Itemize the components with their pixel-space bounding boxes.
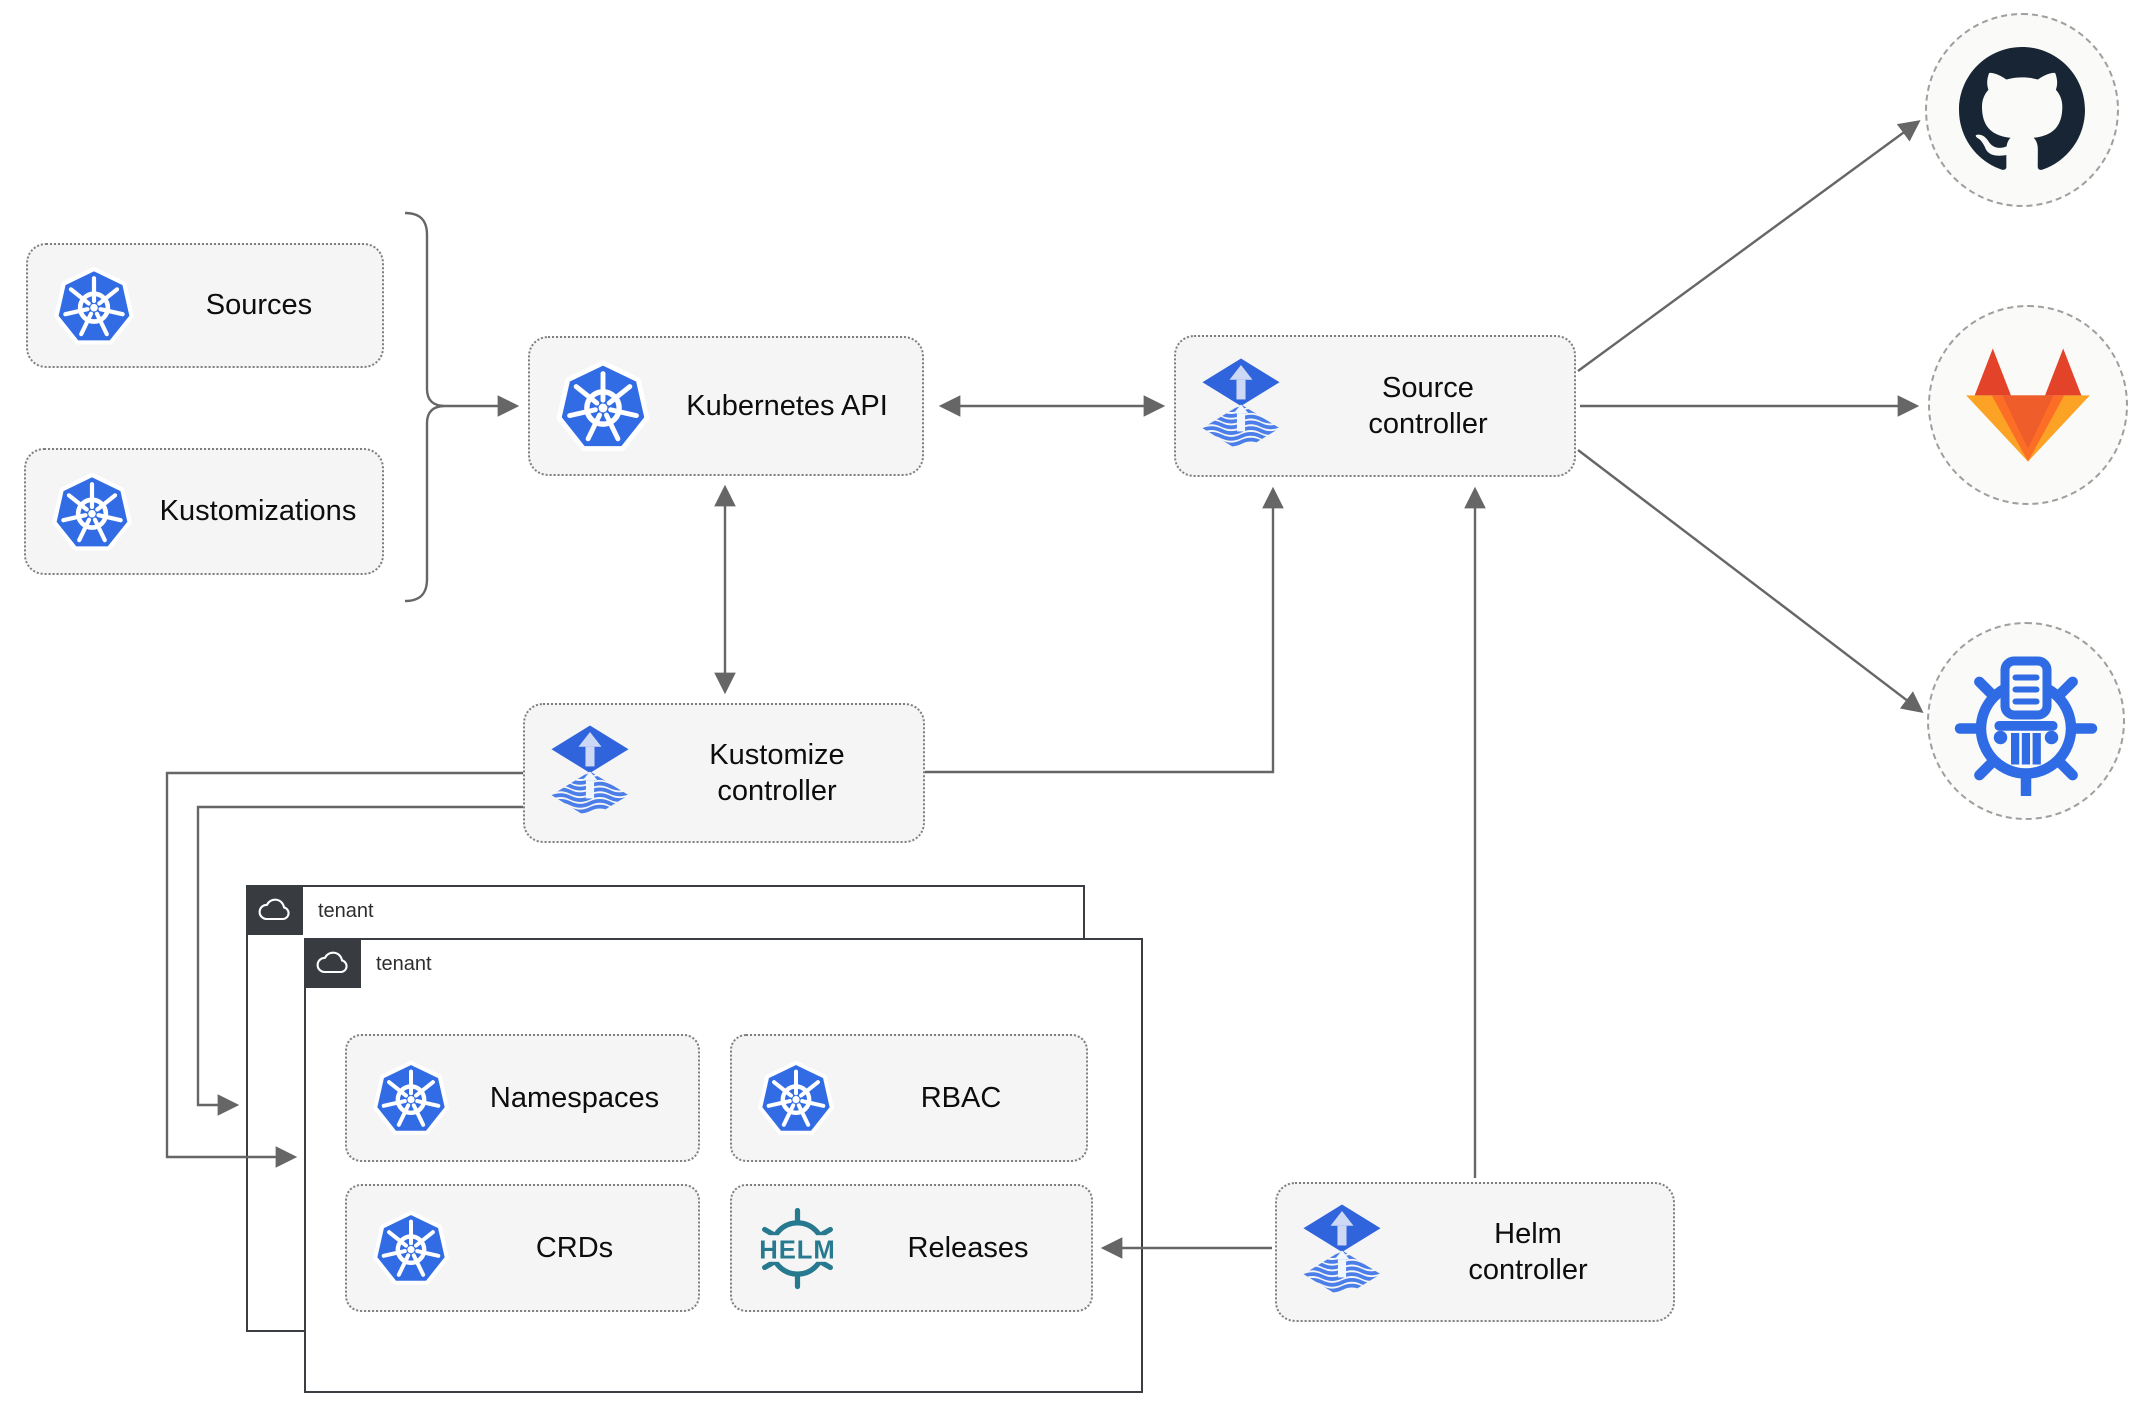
edge-kustomize-to-source-controller bbox=[925, 486, 1284, 774]
kubernetes-icon bbox=[50, 470, 134, 554]
node-kustomize-controller: Kustomize controller bbox=[523, 703, 925, 843]
helm-icon bbox=[750, 1201, 845, 1296]
node-sources: Sources bbox=[26, 243, 384, 368]
harbor-provider-circle bbox=[1927, 622, 2125, 820]
flux-icon bbox=[1301, 1204, 1383, 1300]
tenant-front-label: tenant bbox=[376, 953, 432, 975]
node-label: Helm controller bbox=[1468, 1217, 1588, 1286]
cloud-icon bbox=[315, 950, 351, 976]
node-rbac: RBAC bbox=[730, 1034, 1088, 1162]
node-label: Namespaces bbox=[489, 1081, 660, 1114]
kubernetes-icon bbox=[756, 1058, 836, 1138]
tenant-back-label: tenant bbox=[318, 900, 374, 922]
node-crds: CRDs bbox=[345, 1184, 700, 1312]
node-label: Kustomize controller bbox=[709, 738, 845, 807]
kubernetes-icon bbox=[371, 1058, 451, 1138]
flux-icon bbox=[1200, 358, 1282, 454]
node-releases: Releases bbox=[730, 1184, 1093, 1312]
tenant-front-header bbox=[304, 938, 361, 988]
node-label: Releases bbox=[907, 1231, 1029, 1264]
node-kustomizations: Kustomizations bbox=[24, 448, 384, 575]
node-kubernetes-api: Kubernetes API bbox=[528, 336, 924, 476]
node-label: Source controller bbox=[1368, 371, 1488, 440]
cloud-icon bbox=[257, 897, 293, 923]
node-label: Kubernetes API bbox=[686, 389, 888, 422]
kubernetes-icon bbox=[554, 357, 652, 455]
kubernetes-icon bbox=[371, 1208, 451, 1288]
node-helm-controller: Helm controller bbox=[1275, 1182, 1675, 1322]
gitlab-provider-circle bbox=[1928, 305, 2128, 505]
github-icon bbox=[1959, 47, 2085, 173]
node-namespaces: Namespaces bbox=[345, 1034, 700, 1162]
tenant-group-front: tenant bbox=[304, 938, 1143, 1393]
node-label: CRDs bbox=[535, 1231, 614, 1264]
tenant-back-header bbox=[246, 885, 303, 935]
node-label: RBAC bbox=[920, 1081, 1002, 1114]
github-provider-circle bbox=[1925, 13, 2119, 207]
node-label: Kustomizations bbox=[159, 495, 357, 528]
harbor-registry-icon bbox=[1951, 646, 2101, 796]
edge-source-controller-to-github bbox=[1577, 120, 1921, 372]
flux-icon bbox=[549, 725, 631, 821]
edge-source-controller-to-harbor bbox=[1577, 449, 1924, 713]
bracket-sources-group bbox=[404, 211, 446, 603]
kubernetes-icon bbox=[52, 264, 136, 348]
node-label: Sources bbox=[205, 289, 313, 322]
node-source-controller: Source controller bbox=[1174, 335, 1576, 477]
gitlab-icon bbox=[1964, 346, 2092, 464]
